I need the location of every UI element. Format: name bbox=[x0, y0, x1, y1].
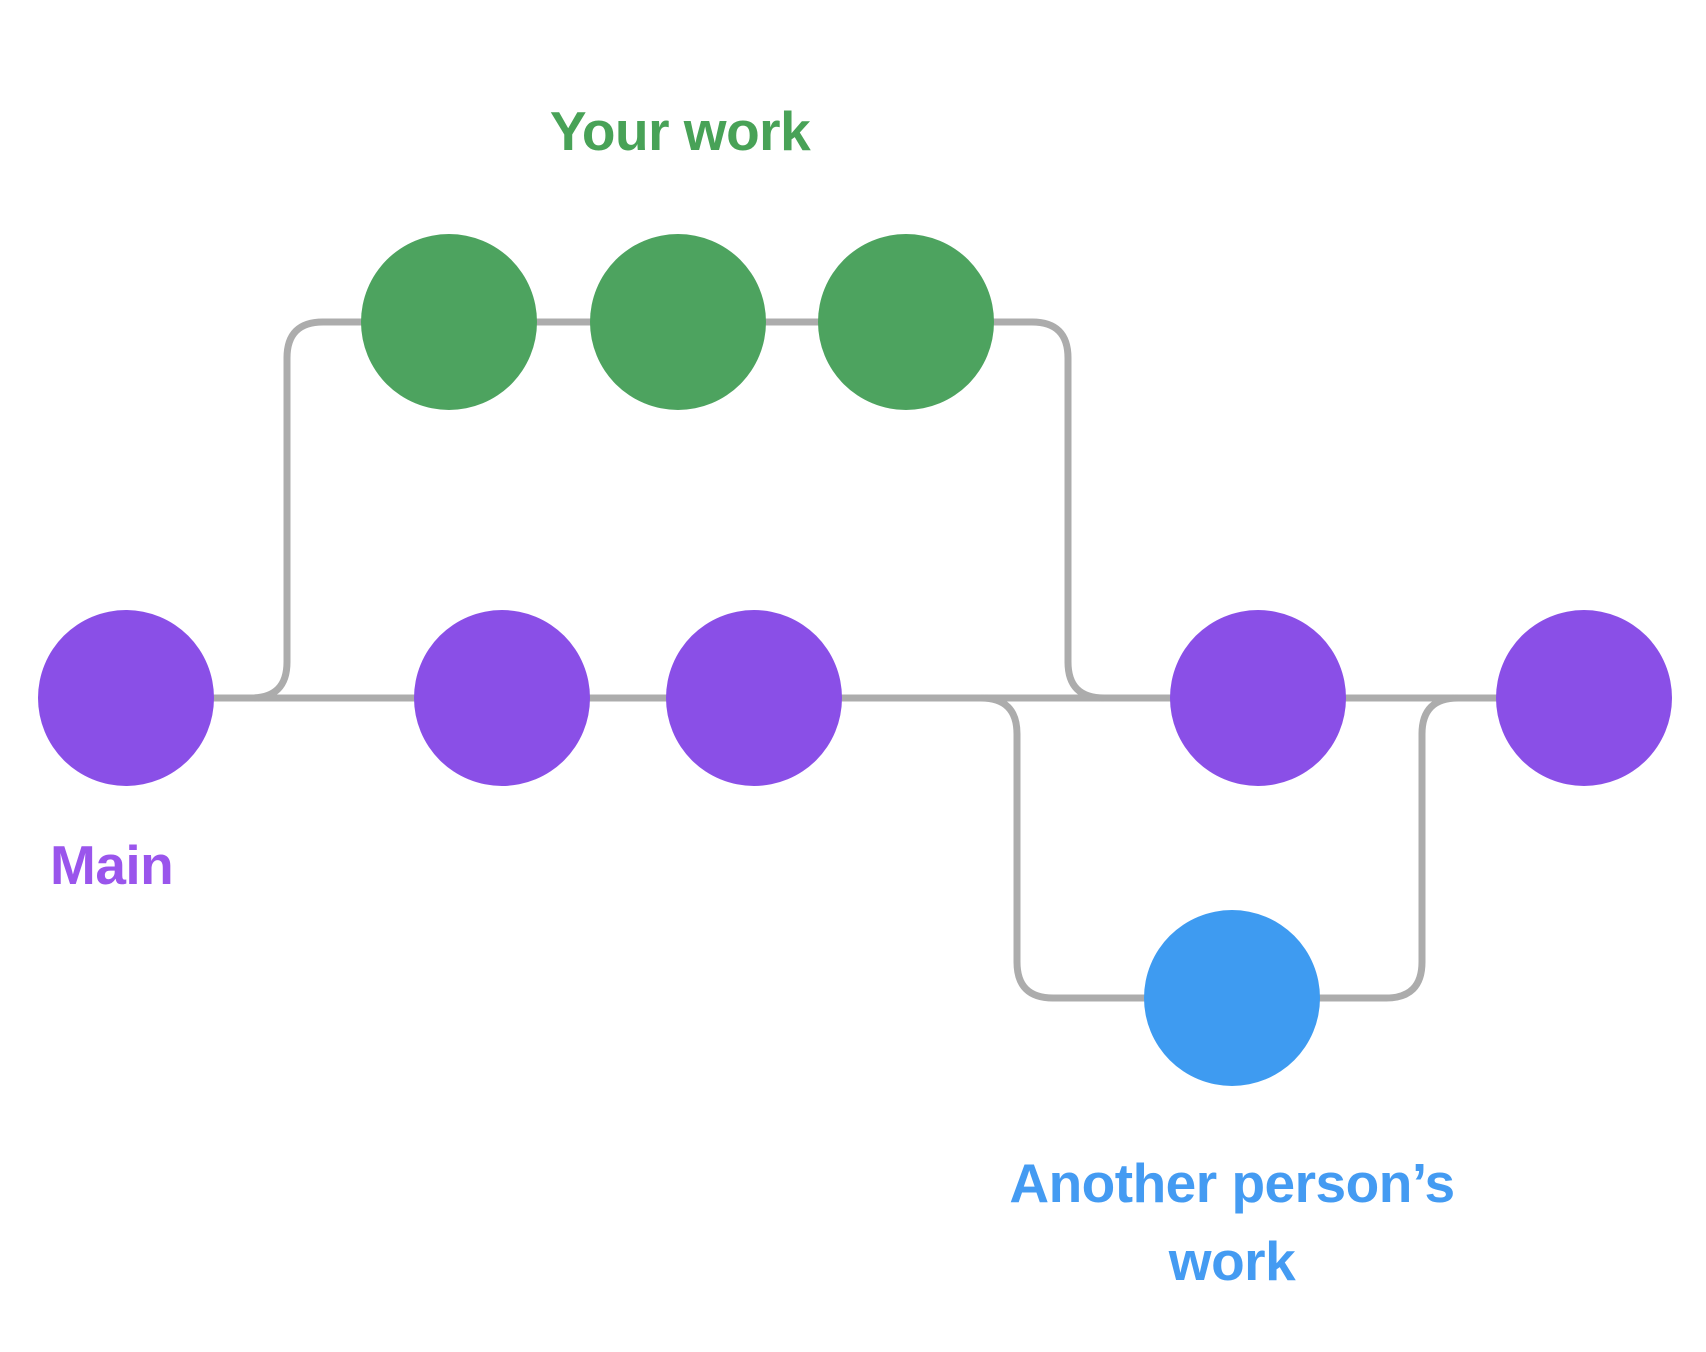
main-commit-node bbox=[1496, 610, 1672, 786]
main-commit-node bbox=[414, 610, 590, 786]
another-person-commit-node bbox=[1144, 910, 1320, 1086]
main-commit-node bbox=[1170, 610, 1346, 786]
main-commit-node bbox=[666, 610, 842, 786]
your-work-commit-node bbox=[590, 234, 766, 410]
label-main-branch: Main bbox=[50, 834, 174, 896]
your-work-commit-node bbox=[361, 234, 537, 410]
label-another-line2: work bbox=[1168, 1230, 1296, 1293]
label-your-work: Your work bbox=[549, 100, 811, 162]
main-commit-node bbox=[38, 610, 214, 786]
label-another-line1: Another person’s bbox=[1009, 1152, 1455, 1214]
label-another-persons-work: Another person’s work bbox=[1009, 1144, 1455, 1300]
your-work-commit-node bbox=[818, 234, 994, 410]
